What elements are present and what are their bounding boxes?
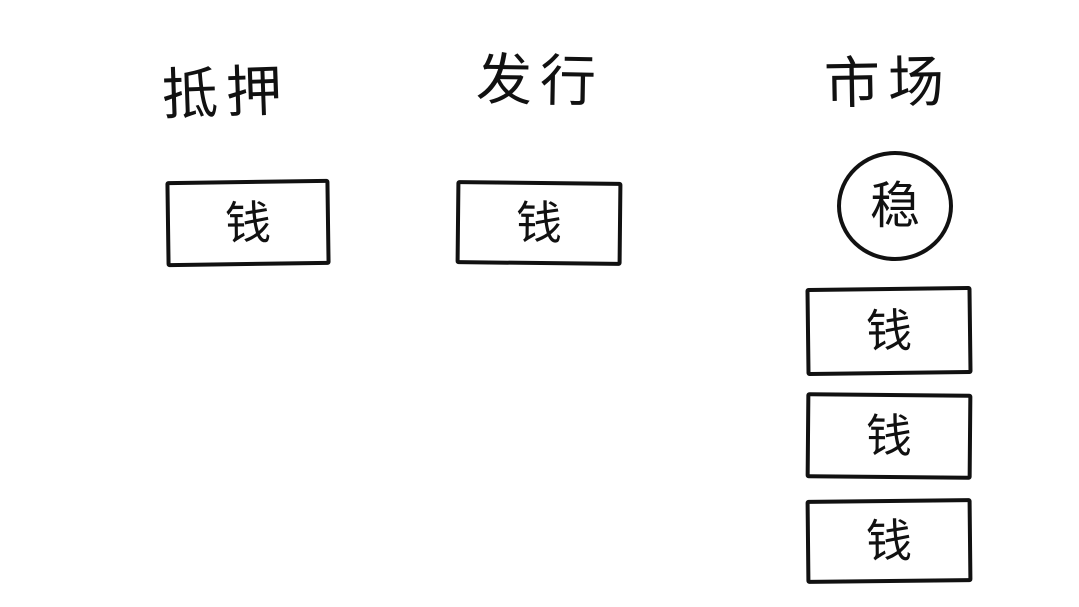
money-box-market-1: 钱 [805, 285, 973, 377]
money-box-label: 钱 [515, 195, 563, 251]
money-box-label: 钱 [865, 513, 913, 569]
money-box-label: 钱 [224, 195, 272, 251]
stable-circle-label: 稳 [870, 177, 920, 235]
money-box-issuance: 钱 [455, 180, 623, 266]
heading-market: 市场 [823, 49, 953, 118]
heading-issuance: 发行 [475, 47, 605, 116]
stable-circle: 稳 [837, 151, 953, 261]
money-box-label: 钱 [865, 303, 913, 359]
money-box-collateral: 钱 [165, 178, 331, 268]
heading-collateral: 抵押 [160, 58, 292, 129]
money-box-market-2: 钱 [805, 392, 973, 480]
money-box-label: 钱 [865, 408, 913, 464]
money-box-market-3: 钱 [805, 498, 973, 584]
